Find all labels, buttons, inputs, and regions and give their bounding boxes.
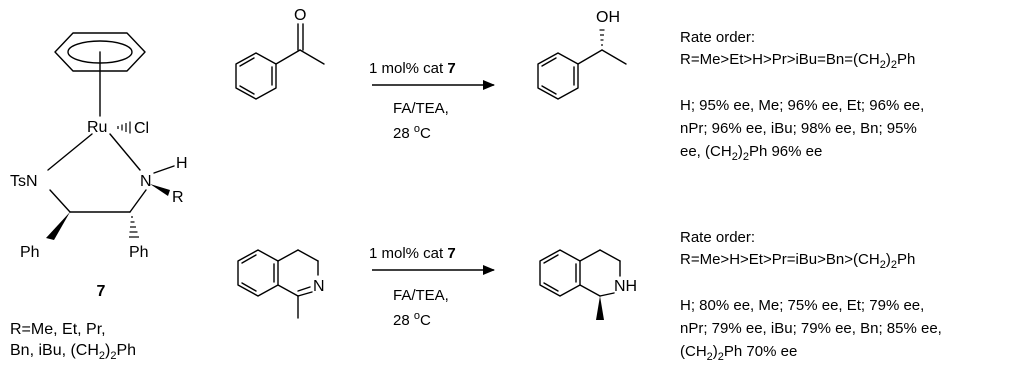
reaction1-ee-line1: H; 95% ee, Me; 96% ee, Et; 96% ee, — [680, 97, 924, 114]
reaction2-temperature-label: 28 oC — [393, 310, 431, 329]
n-h-bond — [153, 165, 175, 174]
amine-nh-label: NH — [614, 278, 637, 295]
reaction2-solvent-label: FA/TEA, — [393, 287, 449, 304]
ru-nh-bond — [109, 133, 141, 171]
reaction1-notes: Rate order: R=Me>Et>H>Pr>iBu=Bn=(CH2)2Ph… — [680, 29, 924, 163]
reaction1-substrate-acetophenone: O — [235, 7, 325, 100]
ph-right-label: Ph — [129, 244, 149, 261]
reaction1-ee-line3: ee, (CH2)2Ph 96% ee — [680, 143, 822, 163]
reaction2-arrow-group: 1 mol% cat 7 FA/TEA, 28 oC — [369, 245, 495, 329]
reaction1-rate-order: R=Me>Et>H>Pr>iBu=Bn=(CH2)2Ph — [680, 51, 915, 71]
c-nh-bond — [129, 189, 147, 213]
reaction2-notes: Rate order: R=Me>H>Et>Pr=iBu>Bn>(CH2)2Ph… — [680, 229, 942, 363]
reaction1-solvent-label: FA/TEA, — [393, 100, 449, 117]
ru-cl-hashed-bond — [117, 121, 131, 134]
reaction1-product-alcohol: OH — [537, 9, 627, 100]
imine-n-label: N — [313, 278, 325, 295]
reaction2-substrate-dihydroisoquinoline: N — [237, 249, 325, 319]
ru-label: Ru — [87, 119, 107, 136]
c-ph-wedge-bond — [46, 212, 70, 240]
cl-label: Cl — [134, 120, 149, 137]
reaction2-ee-line1: H; 80% ee, Me; 75% ee, Et; 79% ee, — [680, 297, 924, 314]
r-label: R — [172, 189, 184, 206]
reaction2-ee-line3: (CH2)2Ph 70% ee — [680, 343, 797, 363]
n-label: N — [140, 173, 152, 190]
reaction1-arrow-group: 1 mol% cat 7 FA/TEA, 28 oC — [369, 60, 495, 142]
ntos-c-bond — [49, 189, 71, 213]
reaction2-catalyst-label: 1 mol% cat 7 — [369, 245, 456, 262]
r-groups-line1: R=Me, Et, Pr, — [10, 321, 106, 338]
reaction1-ee-line2: nPr; 96% ee, iBu; 98% ee, Bn; 95% — [680, 120, 917, 137]
ph-left-label: Ph — [20, 244, 40, 261]
reaction1-temperature-label: 28 oC — [393, 123, 431, 142]
r-groups-line2: Bn, iBu, (CH2)2Ph — [10, 342, 136, 362]
reaction2-rate-order: R=Me>H>Et>Pr=iBu>Bn>(CH2)2Ph — [680, 251, 915, 271]
h-label: H — [176, 155, 188, 172]
reaction1-catalyst-label: 1 mol% cat 7 — [369, 60, 456, 77]
ru-ntos-bond — [47, 133, 93, 171]
n-r-wedge-bond — [150, 184, 170, 196]
arene-ring — [54, 32, 146, 72]
alcohol-oh-label: OH — [596, 9, 620, 26]
reaction2-product-tetrahydroisoquinoline: NH — [539, 249, 637, 320]
reaction2-ee-line2: nPr; 79% ee, iBu; 79% ee, Bn; 85% ee, — [680, 320, 942, 337]
reaction2-rate-title: Rate order: — [680, 229, 755, 246]
catalyst-number: 7 — [97, 283, 106, 300]
ketone-oxygen-label: O — [294, 7, 306, 24]
tsn-label: TsN — [10, 173, 38, 190]
catalyst-structure: Ru Cl TsN N H R Ph Ph 7 R=Me, Et, Pr, Bn… — [10, 32, 188, 362]
c-ph-hashed-bond — [129, 216, 139, 238]
reaction1-rate-title: Rate order: — [680, 29, 755, 46]
